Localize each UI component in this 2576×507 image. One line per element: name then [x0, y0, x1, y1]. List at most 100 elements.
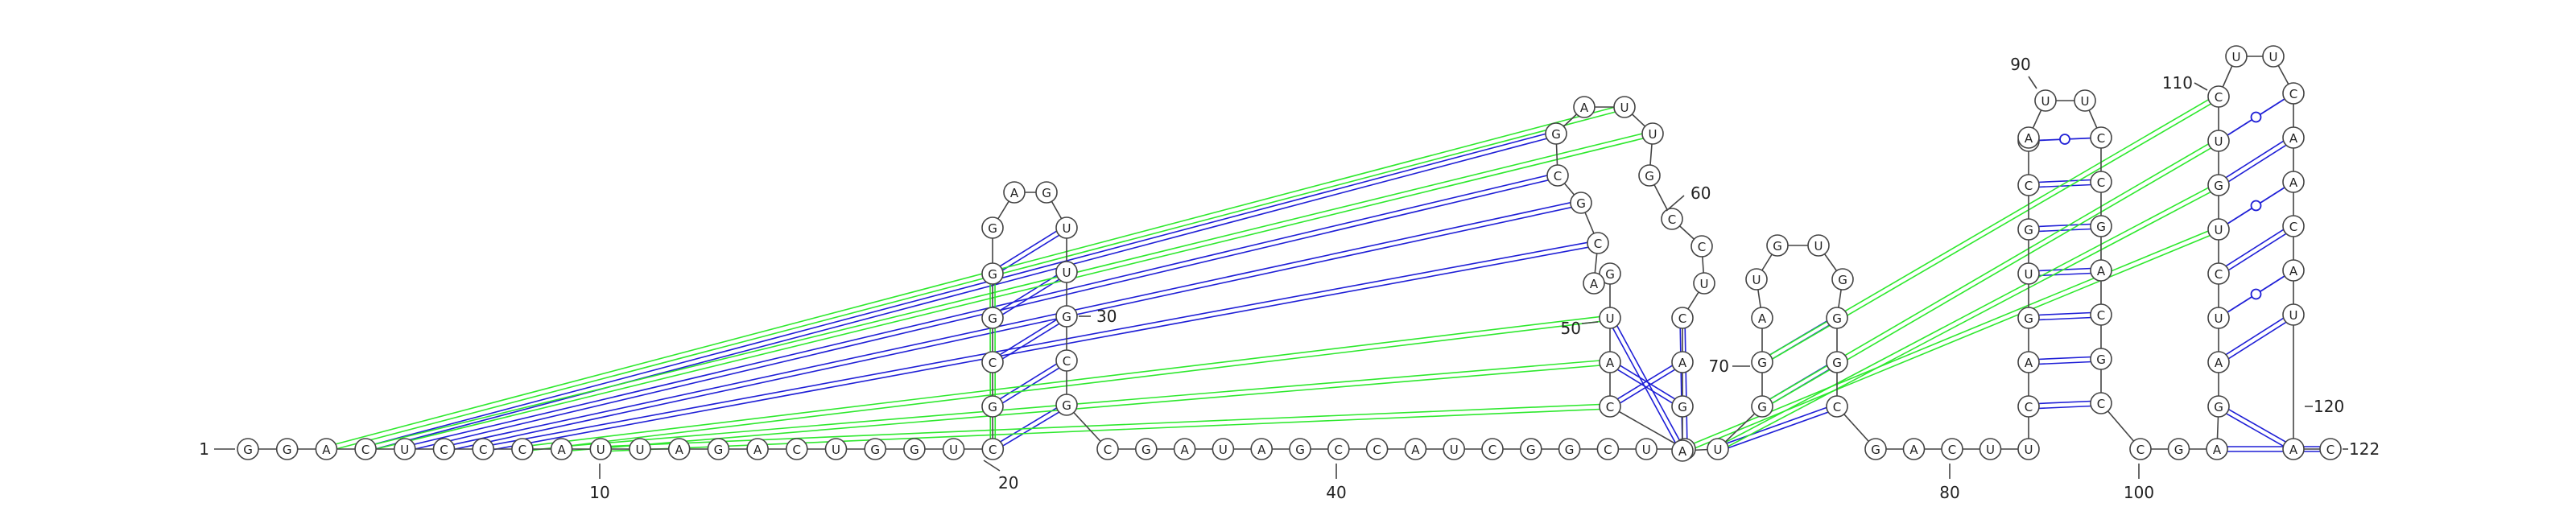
- nucleotide-letter: G: [1042, 186, 1051, 200]
- nucleotide-circle: [2206, 438, 2228, 460]
- nucleotide-circle: [1599, 307, 1621, 329]
- nucleotide-circle: [1545, 122, 1567, 145]
- base-pair-line: [1684, 317, 1688, 449]
- nucleotide-letter: G: [1678, 400, 1687, 414]
- nucleotide-letter: G: [988, 400, 997, 414]
- nucleotide: U: [1693, 272, 1715, 295]
- nucleotide: G: [2207, 174, 2230, 196]
- nucleotide-letter: G: [243, 443, 253, 457]
- nucleotide-circle: [1587, 232, 1609, 254]
- nucleotide-letter: U: [2215, 311, 2223, 326]
- nucleotide-letter: U: [1752, 273, 1761, 287]
- nucleotide-circle: [2207, 218, 2230, 241]
- nucleotide: U: [393, 438, 416, 460]
- nucleotide: G: [1558, 438, 1581, 460]
- nucleotide-circle: [1055, 349, 1078, 372]
- nucleotide-letter: G: [1645, 169, 1654, 183]
- nucleotide: U: [2207, 307, 2230, 329]
- nucleotide-circle: [2207, 351, 2230, 373]
- nucleotide-circle: [1826, 351, 1848, 373]
- nucleotide-circle: [2167, 438, 2190, 460]
- nucleotide: A: [1671, 439, 1694, 462]
- nucleotide: U: [589, 438, 613, 460]
- nucleotide-circle: [1520, 438, 1542, 460]
- nucleotide: C: [472, 438, 495, 460]
- pseudoknot-pair-line: [326, 109, 1625, 452]
- nucleotide: A: [1003, 181, 1026, 204]
- pseudoknot-pair-line: [601, 408, 1611, 452]
- nucleotide: C: [1587, 232, 1609, 254]
- position-label: 20: [998, 473, 1018, 493]
- nucleotide: A: [667, 438, 691, 460]
- base-pair-line: [2216, 223, 2293, 273]
- nucleotide: C: [785, 438, 808, 460]
- nucleotide: C: [1096, 438, 1119, 460]
- long-range-pair-line: [365, 135, 1557, 452]
- nucleotide-letter: C: [2097, 175, 2105, 190]
- nucleotide-circle: [1902, 438, 1926, 460]
- nucleotide-circle: [981, 438, 1005, 460]
- base-pair-line: [2028, 179, 2101, 183]
- nucleotide-circle: [1599, 351, 1621, 373]
- nucleotide: C: [2090, 171, 2112, 193]
- nucleotide-letter: G: [988, 221, 997, 236]
- nucleotide-letter: C: [1488, 443, 1496, 457]
- nucleotide-letter: U: [1642, 443, 1651, 457]
- nucleotide: G: [1826, 307, 1848, 329]
- nucleotide-circle: [1941, 438, 1963, 460]
- nucleotide-letter: C: [1554, 169, 1562, 183]
- nucleotide: G: [1826, 351, 1848, 373]
- nucleotide: C: [354, 438, 377, 460]
- nucleotide-letter: G: [2024, 311, 2033, 326]
- nucleotide: C: [1327, 438, 1350, 460]
- nucleotide-circle: [1751, 395, 1773, 418]
- nucleotide-letter: A: [675, 443, 684, 457]
- nucleotide-letter: C: [2215, 267, 2223, 282]
- base-pair-line: [2216, 311, 2293, 361]
- nucleotide-letter: U: [1649, 127, 1657, 142]
- nucleotide: C: [1671, 307, 1694, 329]
- nucleotide-circle: [1641, 122, 1664, 145]
- nucleotide-letter: C: [518, 443, 526, 457]
- nucleotide: G: [981, 395, 1004, 418]
- nucleotide: U: [2225, 45, 2248, 68]
- nucleotide-letter: C: [2097, 131, 2105, 146]
- nucleotide-letter: G: [1773, 239, 1782, 254]
- nucleotide-circle: [2090, 348, 2112, 370]
- nucleotide-circle: [1289, 438, 1311, 460]
- nucleotide-circle: [1173, 438, 1196, 460]
- nucleotide-letter: U: [2289, 308, 2298, 323]
- nucleotide-circle: [1596, 438, 1620, 460]
- nucleotide: C: [981, 351, 1004, 373]
- nucleotide-circle: [981, 262, 1004, 285]
- nucleotide: U: [2074, 89, 2096, 112]
- nucleotide-letter: G: [910, 443, 919, 457]
- position-label: 120: [2314, 397, 2344, 416]
- position-tick: [2028, 76, 2037, 89]
- nucleotide-circle: [2207, 395, 2230, 418]
- nucleotide-circle: [2034, 89, 2057, 112]
- long-range-pair-line: [444, 204, 1582, 452]
- nucleotide-letter: C: [1373, 443, 1381, 457]
- base-pair-line: [1718, 408, 1839, 452]
- nucleotide-circle: [981, 216, 1004, 239]
- nucleotide-letter: A: [1180, 443, 1189, 457]
- base-pair-line: [2028, 400, 2101, 405]
- nucleotide-letter: C: [1606, 400, 1614, 414]
- nucleotide-circle: [1055, 261, 1078, 283]
- nucleotide-letter: G: [1526, 443, 1536, 457]
- nucleotide-letter: U: [1620, 101, 1629, 115]
- nucleotide: G: [1671, 395, 1694, 418]
- nucleotide-circle: [1250, 438, 1273, 460]
- base-pair-line: [2219, 138, 2296, 188]
- nucleotide: C: [2207, 262, 2230, 285]
- nucleotide-letter: G: [988, 267, 997, 282]
- nucleotide-letter: A: [1606, 356, 1615, 370]
- nucleotide-letter: A: [2289, 131, 2298, 146]
- nucleotide: U: [629, 438, 651, 460]
- position-label: 30: [1096, 307, 1117, 326]
- nucleotide: A: [1671, 351, 1694, 373]
- nucleotide: G: [1766, 234, 1789, 257]
